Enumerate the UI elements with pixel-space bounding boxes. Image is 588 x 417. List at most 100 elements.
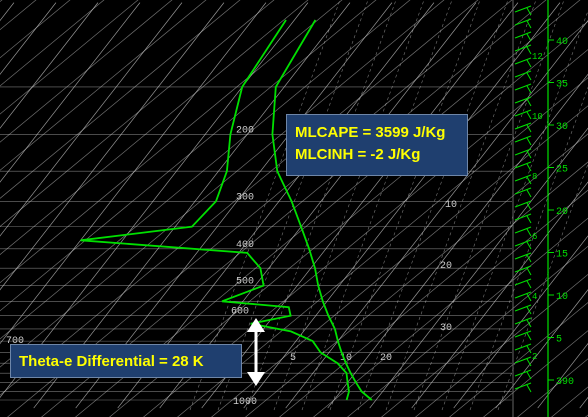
mixing-ratio-line — [245, 0, 397, 411]
height-label: 390 — [556, 377, 574, 388]
adiabat-line — [0, 0, 173, 143]
wind-barbs — [514, 5, 532, 393]
arrow-head-down — [247, 372, 265, 386]
wind-barb — [514, 317, 532, 325]
mixing-ratio-line — [357, 0, 509, 411]
isotherm-line — [495, 289, 588, 409]
isotherm-line — [453, 235, 588, 409]
temperature-label: 5 — [290, 353, 296, 364]
wind-barb — [514, 161, 532, 169]
wind-barb — [514, 44, 532, 52]
adiabat-line — [0, 0, 207, 171]
wind-barb — [514, 265, 532, 273]
mixing-ratio-label: 30 — [440, 323, 452, 334]
wind-barb-flag — [526, 111, 532, 120]
isotherm-line — [243, 2, 561, 409]
isotherm-line — [579, 396, 588, 409]
wind-barb-flag — [526, 345, 532, 354]
wind-barb-flag — [526, 358, 532, 367]
wind-barb-flag — [526, 280, 532, 289]
height-label: 15 — [556, 250, 568, 261]
isotherm-line — [327, 73, 588, 409]
mixing-ratio-line — [301, 0, 453, 411]
pressure-label: 200 — [236, 125, 254, 136]
wind-barb — [514, 18, 532, 26]
dewpoint-trace — [80, 19, 350, 401]
wind-barb-flag — [526, 319, 532, 328]
wind-barb-flag — [526, 241, 532, 250]
height-label: 20 — [556, 207, 568, 218]
adiabat-line — [415, 274, 588, 417]
wind-barb-flag — [526, 150, 532, 159]
temperature-label: 20 — [380, 353, 392, 364]
isotherm-line — [0, 2, 183, 237]
mlcape-label: MLCAPE = 3599 J/Kg — [295, 124, 446, 141]
adiabat-line — [585, 414, 588, 417]
adiabat-line — [0, 0, 241, 199]
adiabat-line — [279, 161, 588, 417]
wind-barb — [514, 252, 532, 260]
wind-barb-flag — [526, 202, 532, 211]
cape-callout: MLCAPE = 3599 J/Kg MLCINH = -2 J/Kg — [286, 114, 468, 176]
isotherm-line — [33, 2, 351, 409]
pressure-label: 700 — [6, 336, 24, 347]
height-label: 35 — [556, 80, 568, 91]
wind-barb-flag — [526, 254, 532, 263]
wind-barb-flag — [526, 293, 532, 302]
wind-barb-flag — [526, 124, 532, 133]
mixing-ratio-line — [385, 0, 537, 411]
wind-barb — [514, 5, 532, 13]
wind-barb — [514, 109, 532, 117]
wind-barb-flag — [526, 163, 532, 172]
wind-barb — [514, 213, 532, 221]
wind-barb-flag — [526, 46, 532, 55]
isotherm-line — [159, 2, 477, 409]
wind-barb — [514, 343, 532, 351]
isotherm-line — [201, 2, 519, 409]
height-km-label: 8 — [532, 172, 537, 182]
wind-barb — [514, 291, 532, 299]
wind-barb — [514, 148, 532, 156]
height-km-label: 12 — [532, 52, 543, 62]
wind-barb — [514, 200, 532, 208]
isotherm-line — [117, 2, 435, 409]
double-arrow-icon — [247, 318, 265, 386]
adiabat-line — [0, 0, 139, 115]
wind-barb — [514, 135, 532, 143]
height-km-label: 10 — [532, 112, 543, 122]
wind-barb-flag — [526, 7, 532, 16]
thetae-label: Theta-e Differential = 28 K — [19, 353, 204, 370]
wind-barb — [514, 70, 532, 78]
wind-barb — [514, 187, 532, 195]
wind-barb — [514, 122, 532, 130]
isotherm-line — [369, 127, 588, 409]
wind-barb-flag — [526, 137, 532, 146]
mixing-ratio-line — [189, 0, 341, 411]
wind-barb-flag — [526, 20, 532, 29]
adiabat-line — [313, 189, 588, 417]
height-label: 40 — [556, 37, 568, 48]
height-label: 10 — [556, 292, 568, 303]
wind-barb-flag — [526, 176, 532, 185]
wind-barb-flag — [526, 384, 532, 393]
wind-barb — [514, 57, 532, 65]
pressure-label: 500 — [236, 277, 254, 288]
height-km-label: 2 — [532, 352, 537, 362]
pressure-label: 300 — [236, 192, 254, 203]
thetae-callout: Theta-e Differential = 28 K — [10, 344, 242, 378]
wind-barb — [514, 226, 532, 234]
isotherm-line — [0, 2, 57, 75]
mixing-ratio-line — [497, 163, 588, 411]
height-km-label: 4 — [532, 292, 537, 302]
mixing-ratio-line — [441, 10, 588, 411]
adiabat-line — [0, 0, 343, 284]
wind-barb-flag — [526, 332, 532, 341]
mixing-ratio-line — [329, 0, 481, 411]
isotherm-line — [75, 2, 393, 409]
wind-barb — [514, 304, 532, 312]
height-label: 30 — [556, 122, 568, 133]
